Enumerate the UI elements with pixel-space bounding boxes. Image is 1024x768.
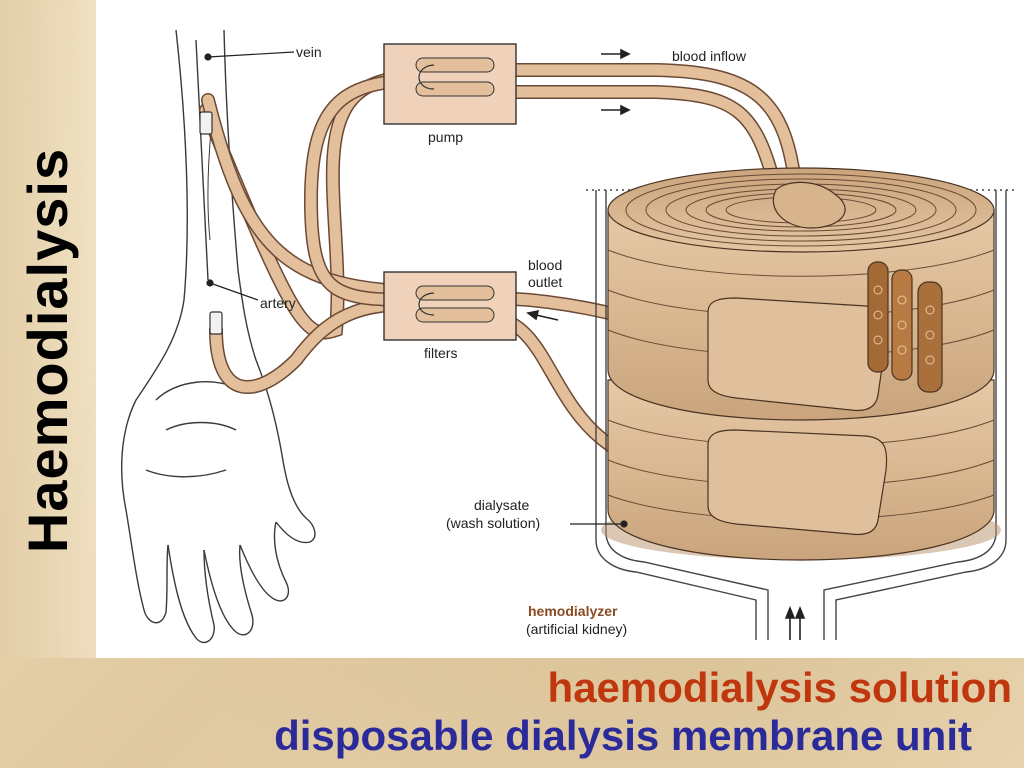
label-blood-outlet-line1: blood	[528, 257, 562, 273]
caption-line2: disposable dialysis membrane unit	[274, 712, 972, 759]
label-filters: filters	[424, 345, 457, 361]
side-title: Haemodialysis	[8, 130, 88, 570]
label-hemodialyzer-line2: (artificial kidney)	[526, 621, 627, 637]
label-dialysate-line2: (wash solution)	[446, 515, 540, 531]
label-leaders	[204, 51, 628, 528]
label-vein: vein	[296, 44, 322, 60]
label-hemodialyzer-line1: hemodialyzer	[528, 603, 618, 619]
hemodialysis-diagram: vein artery pump filters blood inflow bl…	[120, 29, 1016, 643]
blood-tubing	[199, 63, 803, 479]
label-artery: artery	[260, 295, 296, 311]
label-blood-inflow: blood inflow	[672, 48, 747, 64]
arm-hand-illustration	[120, 29, 316, 643]
coil-artificial-kidney	[601, 167, 1001, 561]
side-strip	[0, 0, 96, 658]
label-dialysate-line1: dialysate	[474, 497, 529, 513]
diagram-figure: vein artery pump filters blood inflow bl…	[96, 0, 1024, 658]
pump-box	[383, 43, 517, 125]
caption-line1: haemodialysis solution	[547, 664, 1012, 711]
label-pump: pump	[428, 129, 463, 145]
flow-arrows	[526, 48, 806, 640]
arm-connectors	[199, 111, 223, 335]
label-blood-outlet-line2: outlet	[528, 274, 562, 290]
side-title-text: Haemodialysis	[16, 147, 80, 553]
hemodialyzer-container	[586, 189, 1016, 640]
filters-box	[383, 271, 517, 341]
